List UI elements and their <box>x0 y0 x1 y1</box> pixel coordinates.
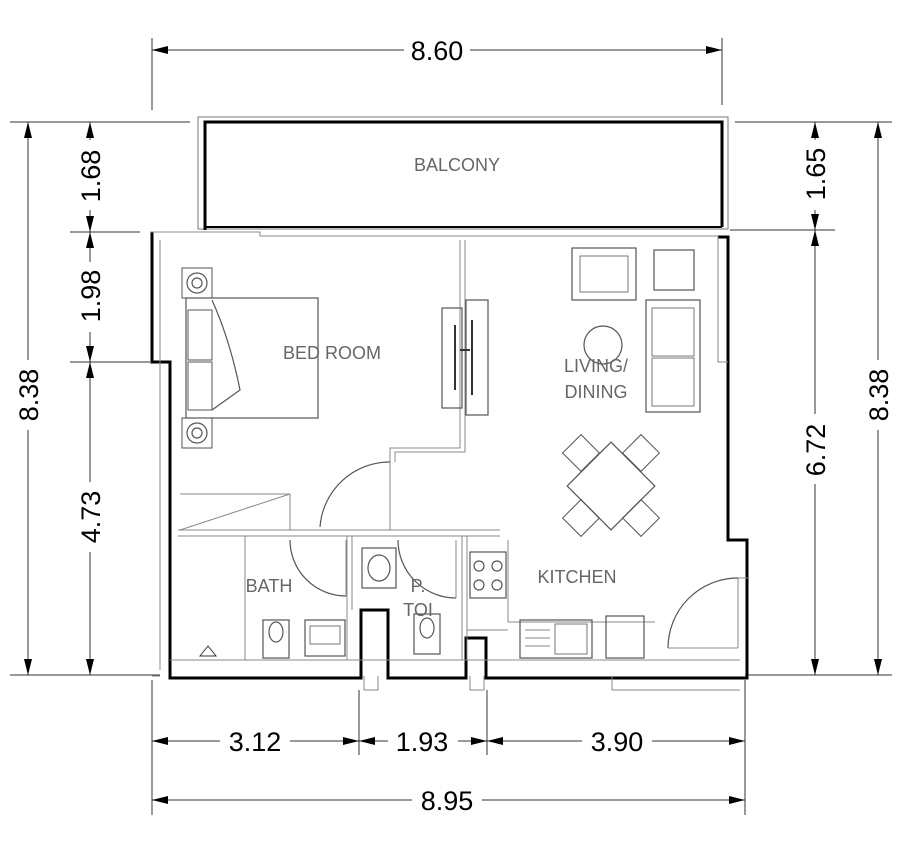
dim-right-lower: 6.72 <box>801 424 831 477</box>
dim-top-width: 8.60 <box>411 36 464 66</box>
outer-walls <box>150 231 749 691</box>
dim-right-balcony: 1.65 <box>801 148 831 201</box>
room-label-balcony: BALCONY <box>414 155 500 175</box>
balcony <box>197 116 729 230</box>
dim-left-lower: 4.73 <box>76 491 106 544</box>
interior-walls <box>178 240 748 660</box>
bath-fixtures <box>198 547 441 659</box>
dimension-labels: 8.60 8.95 3.12 1.93 3.90 8.38 1.68 1.98 … <box>14 36 894 816</box>
bed <box>181 267 319 449</box>
kitchen-fixtures <box>469 551 645 659</box>
dim-bottom-mid: 1.93 <box>396 727 449 757</box>
dim-bottom-right: 3.90 <box>591 727 644 757</box>
room-label-dining: DINING <box>565 382 628 402</box>
room-label-bath: BATH <box>246 576 293 596</box>
room-label-bedroom: BED ROOM <box>283 343 381 363</box>
room-labels: BALCONY BED ROOM LIVING/ DINING KITCHEN … <box>246 155 628 620</box>
dim-left-mid: 1.98 <box>76 270 106 323</box>
dim-bottom-total: 8.95 <box>421 786 474 816</box>
room-label-toilet-2: TOI <box>403 600 433 620</box>
dim-right-total: 8.38 <box>864 369 894 422</box>
dim-bottom-left: 3.12 <box>229 727 282 757</box>
room-label-living: LIVING/ <box>564 356 628 376</box>
room-label-toilet-1: P. <box>411 576 426 596</box>
dim-left-balcony: 1.68 <box>76 150 106 203</box>
room-label-kitchen: KITCHEN <box>537 567 616 587</box>
dim-left-total: 8.38 <box>14 369 44 422</box>
living-furniture <box>561 247 701 538</box>
